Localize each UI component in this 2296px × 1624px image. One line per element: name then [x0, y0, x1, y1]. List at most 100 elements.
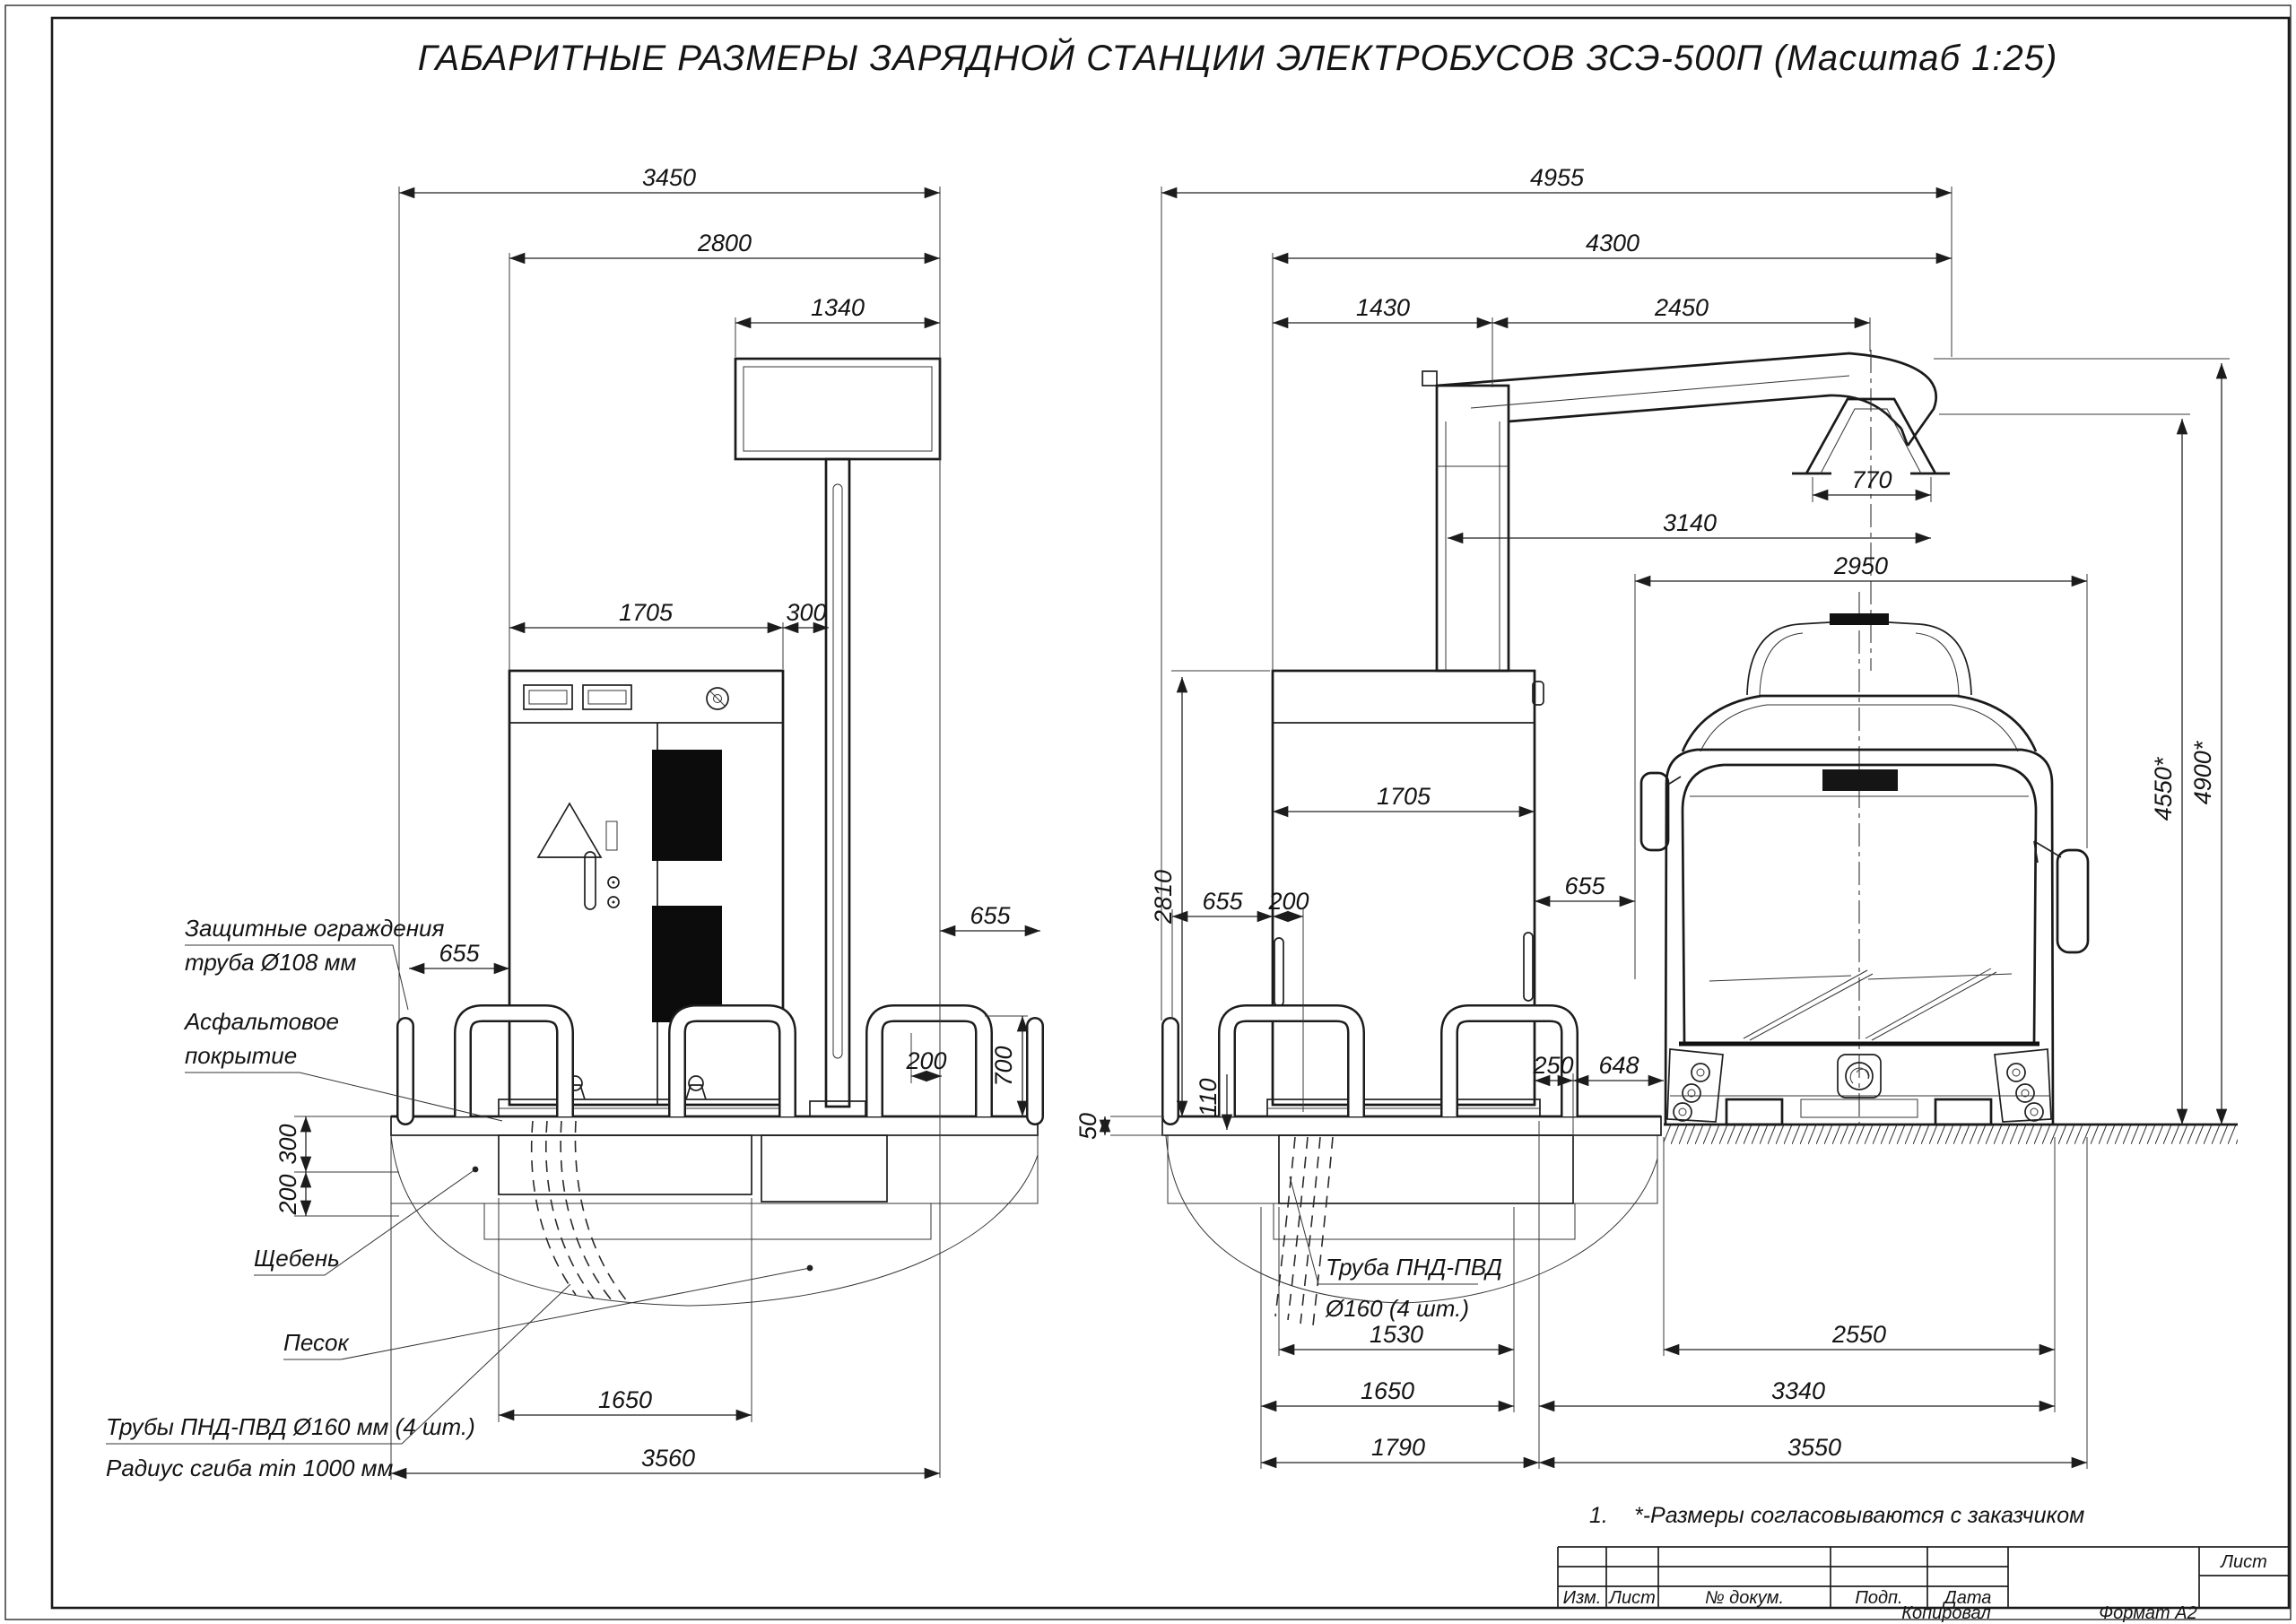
dim-front-pole-offset: 2800 [697, 230, 752, 256]
front-pole [809, 457, 866, 1117]
dim-side-boom-zone: 2450 [1654, 294, 1709, 321]
stamp-col-sign: Подп. [1855, 1588, 1902, 1608]
cabinet-lock-icon [706, 687, 729, 710]
dim-front-overall-width: 3450 [642, 164, 696, 191]
dim-side-frame-depth: 4300 [1586, 230, 1639, 256]
dim-front-rail-height: 700 [990, 1046, 1017, 1086]
side-dimensions: 4955 4300 1430 2450 770 3140 2950 1705 6… [1074, 164, 2228, 1469]
stamp-sheet-label: Лист [2219, 1552, 2267, 1572]
bus-front-view [1639, 592, 2090, 1126]
dim-side-bus-width-mirrors: 2950 [1833, 552, 1888, 579]
side-cabinet [1266, 669, 1544, 1117]
dim-side-contact-height: 4550* [2150, 756, 2177, 821]
dim-side-contact-width: 770 [1851, 466, 1892, 493]
bus-roof [1681, 694, 2038, 752]
page-frame [4, 4, 2292, 1620]
dim-front-cabinet-width: 1705 [619, 599, 674, 626]
dim-side-pipe-offset: 110 [1195, 1078, 1222, 1116]
dim-side-pit-lip: 250 [1532, 1052, 1573, 1079]
front-dimensions: 3450 2800 1340 1705 300 655 655 200 700 … [274, 164, 1040, 1480]
cabinet-base-frame [498, 1075, 796, 1117]
dim-side-bus-zone-width: 3550 [1787, 1434, 1841, 1461]
label-asphalt-line2: покрытие [185, 1042, 297, 1069]
side-view: 4955 4300 1430 2450 770 3140 2950 1705 6… [1074, 164, 2238, 1469]
stamp-col-date: Дата [1943, 1588, 1992, 1608]
front-cabinet [498, 669, 796, 1117]
side-pantograph-connector [1792, 397, 1950, 475]
dim-side-cabinet-to-bus: 655 [1564, 873, 1605, 899]
bus-logo-icon [1837, 1054, 1882, 1099]
label-asphalt-line1: Асфальтовое [183, 1008, 339, 1035]
label-pipes-line1: Трубы ПНД-ПВД Ø160 мм (4 шт.) [106, 1413, 475, 1440]
dim-front-foundation-width: 3560 [641, 1445, 695, 1472]
front-buried-pipes [530, 1120, 629, 1303]
side-mast [1422, 370, 1510, 673]
side-callouts: Труба ПНД-ПВД Ø160 (4 шт.) [1289, 1176, 1502, 1322]
dim-front-layer-gravel: 200 [274, 1174, 301, 1215]
dim-front-left-clearance: 655 [439, 940, 480, 967]
stamp-col-doc: № докум. [1705, 1588, 1784, 1608]
bus-body-outline [1664, 748, 2055, 1125]
dim-front-layer-asphalt: 300 [274, 1124, 301, 1164]
bus-mirror-right [2033, 840, 2090, 954]
dim-side-overall-depth: 4955 [1530, 164, 1585, 191]
title-block: Изм. Лист № докум. Подп. Дата Лист Копир… [1557, 1546, 2289, 1623]
bus-pantograph-receiver [1746, 613, 1972, 696]
page-title: ГАБАРИТНЫЕ РАЗМЕРЫ ЗАРЯДНОЙ СТАНЦИИ ЭЛЕК… [418, 37, 2058, 78]
dim-side-pit-width: 1530 [1370, 1321, 1423, 1348]
front-sign-board [734, 357, 942, 461]
cabinet-warning-triangle-icon [536, 802, 603, 858]
note-text: *-Размеры согласовываются с заказчиком [1634, 1503, 2084, 1528]
label-pipes-line2: Радиус сгиба min 1000 мм [106, 1455, 393, 1481]
drawing-title: ГАБАРИТНЫЕ РАЗМЕРЫ ЗАРЯДНОЙ СТАНЦИИ ЭЛЕК… [418, 37, 2058, 78]
stamp-col-list: Лист [1607, 1588, 1656, 1608]
label-guard-line1: Защитные ограждения [185, 915, 444, 942]
side-ground-section [1161, 1115, 2238, 1304]
bus-wipers [1709, 968, 2013, 1041]
stamp-format-label: Формат А2 [2099, 1603, 2196, 1623]
label-gravel: Щебень [254, 1245, 340, 1272]
dim-side-boom-reach: 3140 [1663, 509, 1717, 536]
dim-front-cabinet-to-pole: 300 [786, 599, 826, 626]
dim-side-left-clearance: 655 [1202, 888, 1243, 915]
dim-side-cabinet-zone: 1430 [1356, 294, 1410, 321]
side-buried-pipes [1274, 1136, 1334, 1326]
dim-front-rail-offset: 200 [905, 1047, 946, 1074]
cabinet-vent-grilles [523, 684, 632, 710]
dim-side-cabinet-depth: 1705 [1377, 783, 1431, 810]
dim-front-right-clearance: 655 [970, 902, 1011, 929]
dim-front-pit-width: 1650 [598, 1386, 652, 1413]
stamp-col-izm: Изм. [1563, 1588, 1602, 1608]
bus-headlights-right [1994, 1048, 2052, 1123]
stamp-copied-label: Копировал [1901, 1603, 1990, 1623]
front-callouts: Защитные ограждения труба Ø108 мм Асфаль… [106, 915, 813, 1481]
cabinet-door-handle [584, 821, 620, 910]
cabinet-dark-panels [652, 750, 722, 1022]
dim-side-bus-body-width: 2550 [1831, 1321, 1886, 1348]
label-side-pipes-line2: Ø160 (4 шт.) [1325, 1295, 1469, 1322]
dim-front-sign-width: 1340 [811, 294, 865, 321]
notes: 1. *-Размеры согласовываются с заказчико… [1589, 1503, 2084, 1528]
bus-mirror-left [1639, 771, 1682, 852]
front-view: 3450 2800 1340 1705 300 655 655 200 700 … [106, 164, 1044, 1481]
dim-side-foundation-depth: 1790 [1371, 1434, 1425, 1461]
dim-side-rail-offset: 200 [1267, 888, 1309, 915]
dim-side-pit-to-bus: 648 [1598, 1052, 1639, 1079]
label-side-pipes-line1: Труба ПНД-ПВД [1326, 1254, 1502, 1281]
bus-destination-display [1822, 769, 1898, 791]
label-guard-line2: труба Ø108 мм [185, 949, 356, 976]
front-guard-rails [396, 1004, 1044, 1125]
dim-side-bus-outer-width: 3340 [1771, 1377, 1825, 1404]
bus-bumper [1670, 1095, 2050, 1126]
side-extension-lines [1110, 187, 2230, 1469]
side-guard-rails [1161, 1004, 1578, 1125]
label-sand: Песок [283, 1329, 350, 1356]
bus-headlights-left [1666, 1048, 1724, 1123]
front-ground-section [390, 1115, 1039, 1307]
note-number: 1. [1589, 1503, 1608, 1528]
dim-side-boom-height: 4900* [2189, 740, 2216, 804]
bus-windshield [1679, 763, 2039, 1046]
dim-side-curb-height: 50 [1074, 1113, 1101, 1140]
